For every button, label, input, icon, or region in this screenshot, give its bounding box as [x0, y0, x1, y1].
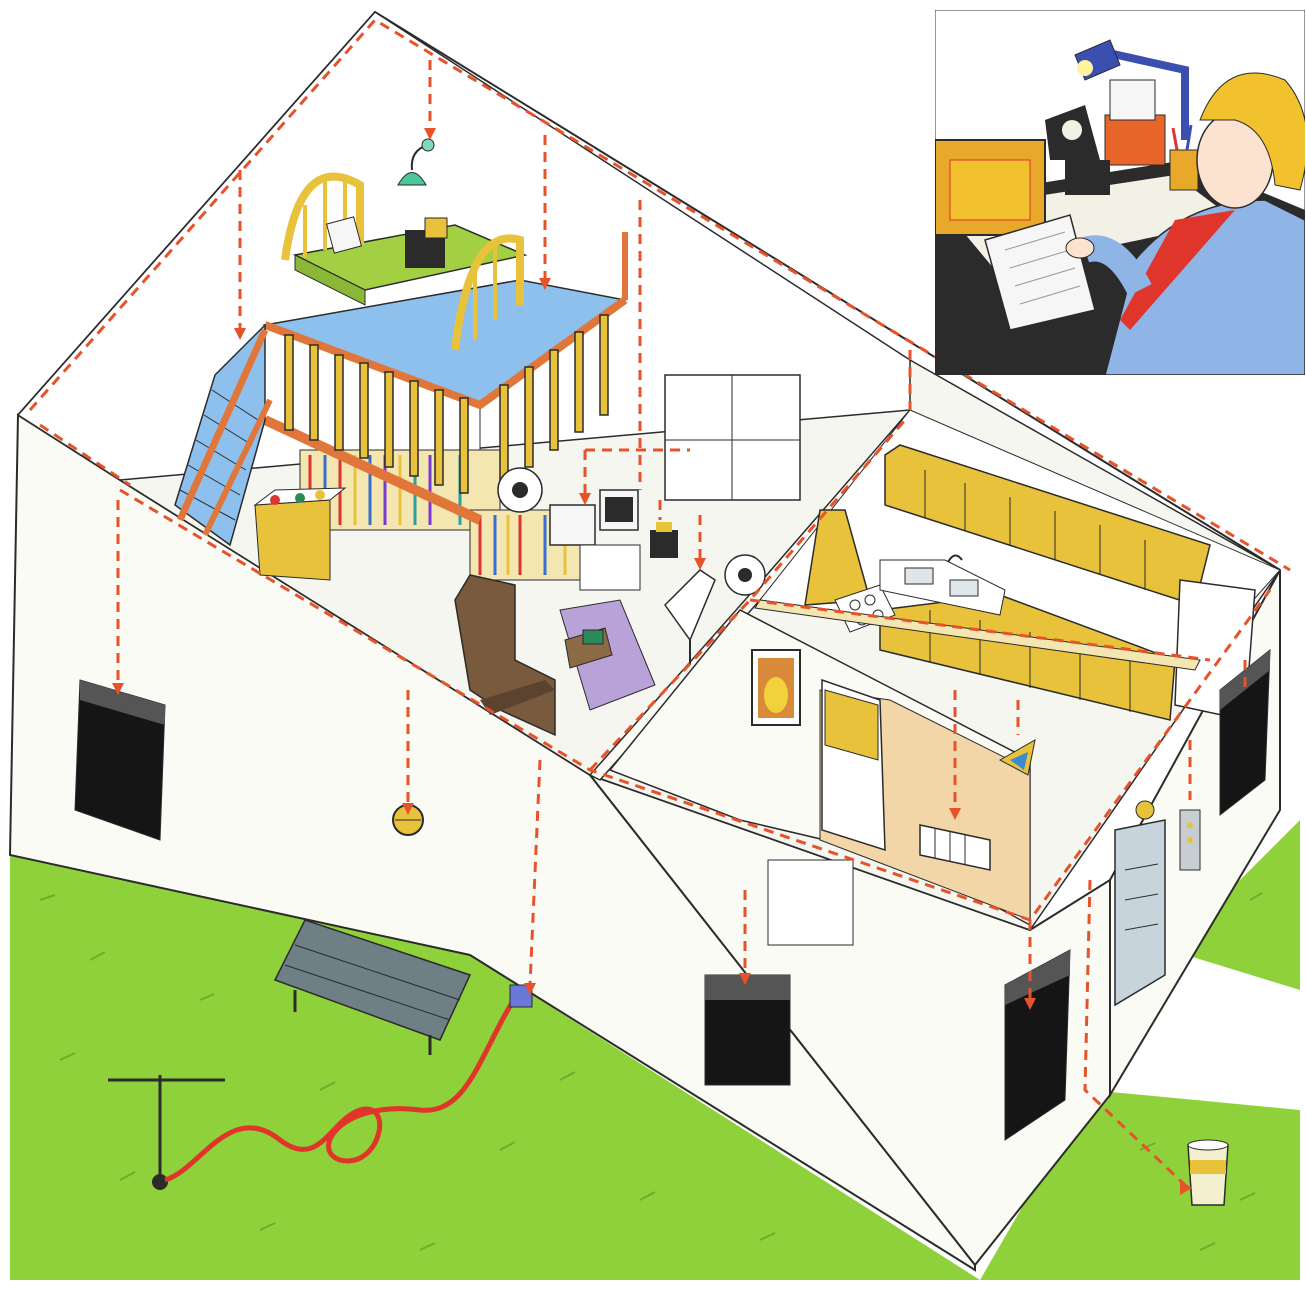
- telephone-icon: [583, 630, 603, 644]
- paper-stack: [1110, 80, 1155, 120]
- trash-bin-icon: [1188, 1140, 1228, 1205]
- framed-bird-picture-icon: [752, 650, 800, 725]
- wall-light-icon: [1136, 801, 1154, 819]
- person-reading-icon: [935, 10, 1305, 375]
- window-icon: [665, 375, 800, 500]
- briefcase-icon: [935, 140, 1045, 235]
- front-door-icon: [1115, 820, 1165, 1005]
- interior-door-icon: [768, 860, 853, 945]
- orange-box: [1105, 115, 1165, 165]
- window-shutter-icon: [705, 975, 790, 1085]
- intercom-panel-icon: [1180, 810, 1200, 870]
- doorway-icon: [822, 680, 885, 850]
- telephone-icon: [1065, 160, 1110, 195]
- television-icon: [600, 490, 638, 530]
